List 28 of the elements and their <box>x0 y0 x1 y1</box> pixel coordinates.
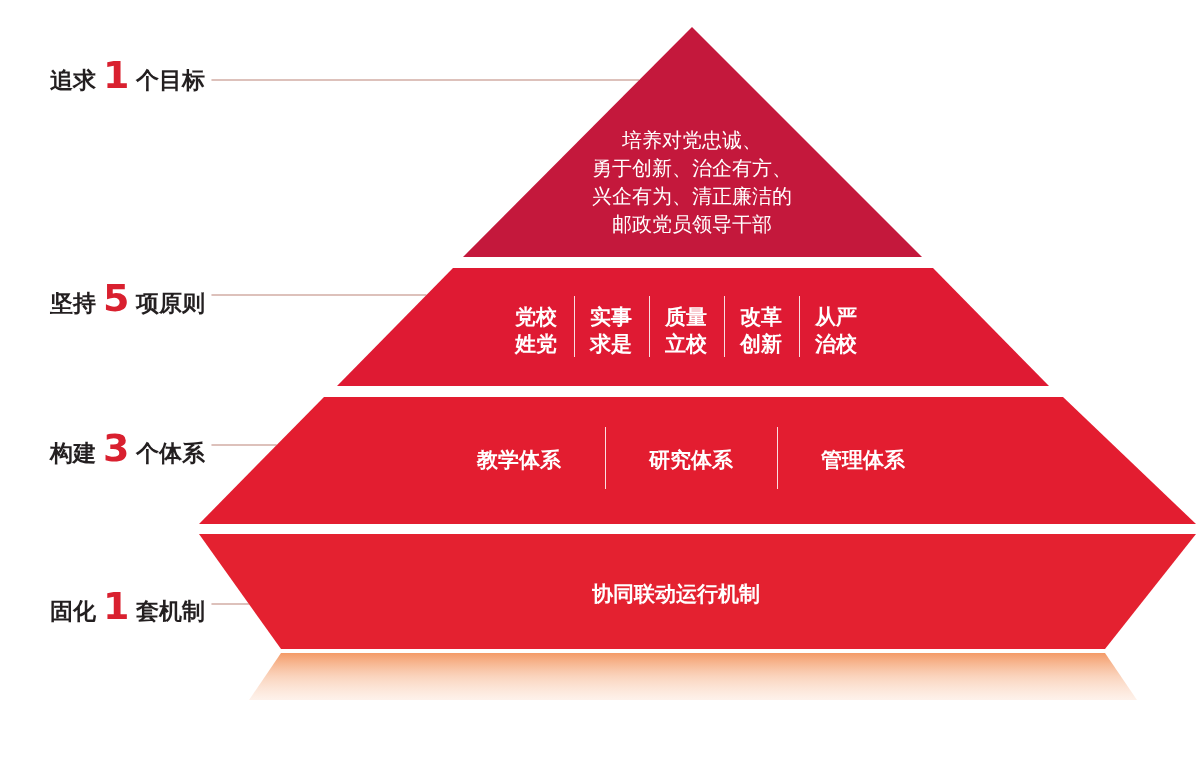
principle-text: 从严治校 <box>814 304 858 358</box>
level-text: 个体系 <box>136 440 206 466</box>
leader-line <box>210 79 640 81</box>
count-number: 3 <box>103 426 130 470</box>
principle-text: 实事求是 <box>588 304 633 358</box>
leader-line <box>210 294 428 296</box>
pyramid-tier <box>463 27 922 257</box>
principle-text: 质量立校 <box>664 304 708 358</box>
system-text: 教学体系 <box>477 446 561 474</box>
level-text: 追求 <box>50 67 96 93</box>
mechanism-text: 协同联动运行机制 <box>592 580 760 608</box>
level-text: 固化 <box>50 598 96 624</box>
pyramid-tier <box>337 268 1049 386</box>
level-text: 套机制 <box>136 598 206 624</box>
count-number: 1 <box>103 53 130 97</box>
system-text: 研究体系 <box>649 446 733 474</box>
level-text: 个目标 <box>136 67 206 93</box>
system-text: 管理体系 <box>821 446 905 474</box>
leader-line <box>210 444 278 446</box>
count-number: 5 <box>103 276 130 320</box>
goal-text: 培养对党忠诚、勇于创新、治企有方、兴企有为、清正廉洁的邮政党员领导干部 <box>592 128 792 236</box>
level-text: 坚持 <box>50 290 96 316</box>
principle-text: 党校姓党 <box>513 304 558 358</box>
leader-line <box>210 603 250 605</box>
level-text: 构建 <box>50 440 96 466</box>
level-text: 项原则 <box>136 290 206 316</box>
principle-text: 改革创新 <box>738 304 783 358</box>
count-number: 1 <box>103 584 130 628</box>
